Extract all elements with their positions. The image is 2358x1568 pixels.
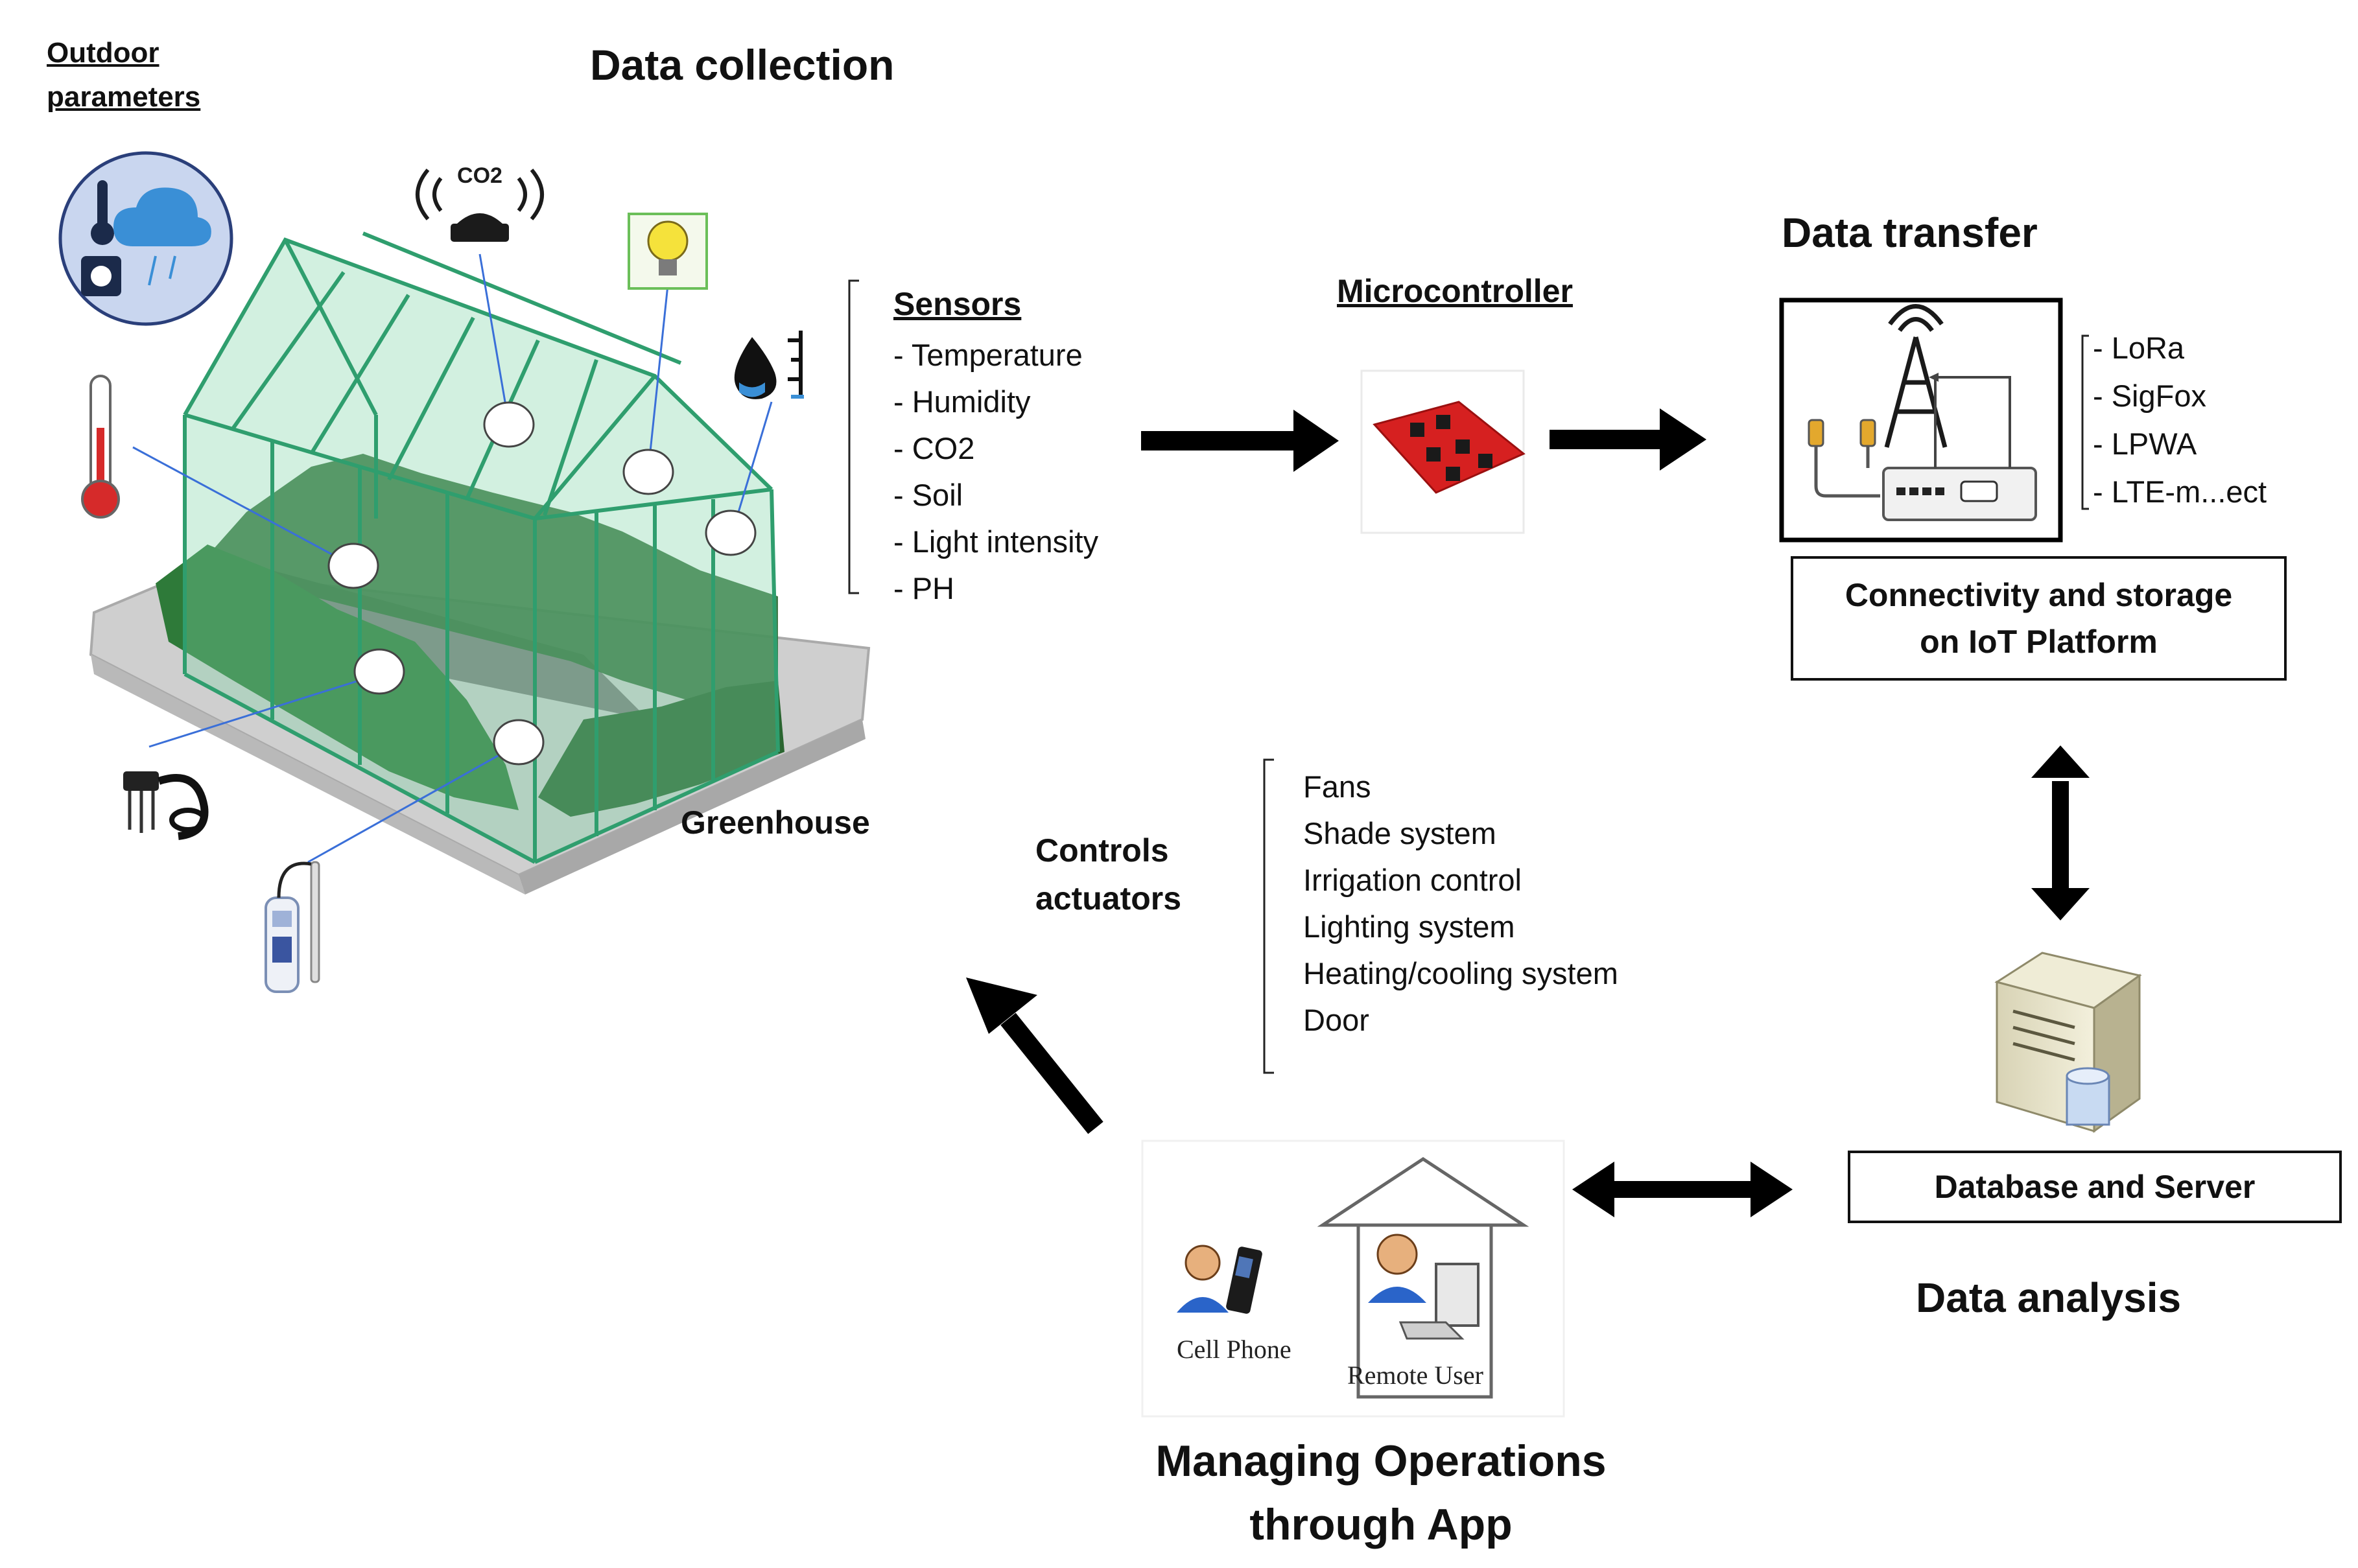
connectivity-bracket: [2081, 334, 2089, 510]
data-transfer-panel: [1779, 298, 2063, 543]
actuator-item-shade: Shade system: [1303, 816, 1496, 850]
co2-icon-label: CO2: [457, 163, 502, 188]
water-level-icon: [734, 331, 804, 399]
thermometer-icon: [81, 375, 120, 519]
actuator-item-lighting: Lighting system: [1303, 909, 1515, 944]
greenhouse-label: Greenhouse: [681, 804, 870, 841]
actuator-item-irrigation: Irrigation control: [1303, 863, 1522, 897]
iot-platform-line1: Connectivity and storage: [1845, 577, 2233, 613]
weather-icon: [58, 151, 233, 326]
iot-platform-box: Connectivity and storage on IoT Platform: [1791, 556, 2287, 681]
database-server-box: Database and Server: [1848, 1151, 2342, 1223]
outdoor-label-line2: parameters: [47, 81, 201, 113]
sensor-node: [327, 543, 379, 589]
actuator-item-heating: Heating/cooling system: [1303, 956, 1618, 990]
sensor-node: [705, 509, 757, 556]
data-transfer-title: Data transfer: [1782, 209, 2038, 256]
controls-line2: actuators: [1035, 880, 1182, 917]
data-analysis-title: Data analysis: [1916, 1274, 2182, 1321]
actuators-list: Fans Shade system Irrigation control Lig…: [1303, 764, 1618, 1044]
sensor-item-light: - Light intensity: [893, 524, 1099, 559]
server-icon: [1994, 952, 2142, 1133]
sensor-item-co2: - CO2: [893, 431, 975, 465]
connectivity-item-ltem: - LTE-m...ect: [2093, 474, 2267, 509]
managing-operations-title: Managing Operations through App: [1063, 1429, 1699, 1556]
microcontroller-title: Microcontroller: [1337, 273, 1573, 309]
sensor-nodes: [327, 401, 757, 766]
sensor-connector-lines: [132, 253, 773, 863]
remote-user-label: Remote User: [1347, 1361, 1483, 1390]
sensor-node: [483, 401, 535, 448]
outdoor-label-line1: Outdoor: [47, 37, 159, 69]
cell-tower-icon: [1884, 304, 1948, 448]
co2-sensor-icon: CO2: [416, 163, 544, 242]
gateway-router-icon: [1808, 373, 2037, 521]
soil-probe-icon: [123, 771, 209, 840]
iot-platform-line2: on IoT Platform: [1920, 624, 2158, 660]
sensor-item-soil: - Soil: [893, 478, 963, 512]
managing-line2: through App: [1249, 1500, 1513, 1549]
remote-user-icon: [1368, 1234, 1480, 1340]
sensors-bracket: [848, 279, 859, 594]
sensor-node: [353, 648, 405, 695]
connectivity-item-sigfox: - SigFox: [2093, 379, 2206, 413]
connectivity-list: - LoRa - SigFox - LPWA - LTE-m...ect: [2093, 324, 2267, 516]
sensor-node: [622, 449, 674, 495]
sensor-item-ph: - PH: [893, 571, 954, 605]
sensor-item-humidity: - Humidity: [893, 384, 1031, 419]
light-bulb-icon: [628, 213, 708, 290]
phone-user-icon: [1177, 1245, 1262, 1314]
app-panel: [1141, 1140, 1565, 1418]
connectivity-item-lpwa: - LPWA: [2093, 427, 2197, 461]
outdoor-parameters-label: Outdoor parameters: [47, 31, 200, 119]
sensors-heading: Sensors: [893, 286, 1022, 322]
cell-phone-label: Cell Phone: [1177, 1335, 1291, 1364]
database-server-label: Database and Server: [1934, 1169, 2256, 1205]
actuators-bracket: [1263, 758, 1274, 1074]
managing-line1: Managing Operations: [1155, 1436, 1607, 1486]
sensor-item-temperature: - Temperature: [893, 338, 1083, 372]
greenhouse-illustration: [89, 231, 871, 895]
connectivity-item-lora: - LoRa: [2093, 331, 2185, 365]
controls-actuators-label: Controls actuators: [1035, 826, 1181, 922]
actuator-item-door: Door: [1303, 1003, 1369, 1037]
actuator-item-fans: Fans: [1303, 769, 1371, 804]
microcontroller-board-icon: [1360, 369, 1526, 534]
data-collection-title: Data collection: [590, 41, 895, 89]
sensors-list: - Temperature - Humidity - CO2 - Soil - …: [893, 332, 1098, 612]
sensor-node: [493, 719, 545, 766]
flow-arrows: [966, 408, 2090, 1217]
controls-line1: Controls: [1035, 832, 1169, 869]
ph-meter-icon: [265, 861, 320, 993]
